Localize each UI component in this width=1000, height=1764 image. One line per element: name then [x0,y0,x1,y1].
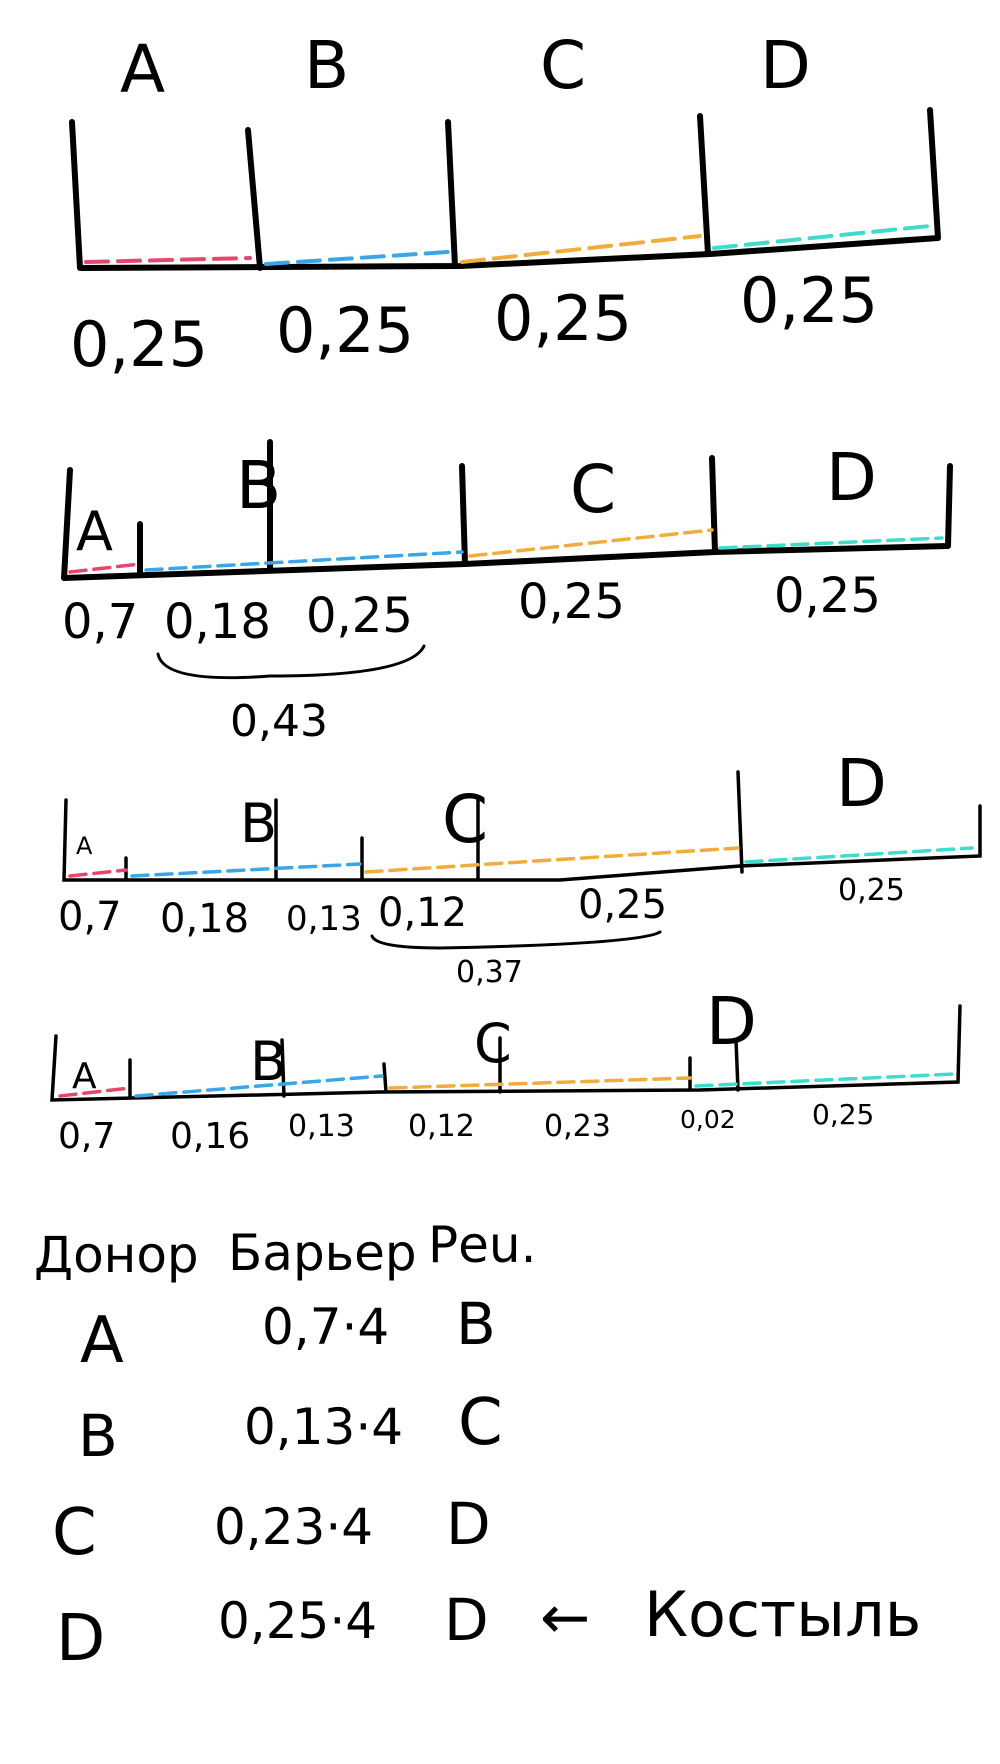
row4-fill-c [388,1076,692,1090]
row4-label-d: D [706,983,757,1060]
row2-bracket [156,644,426,680]
row2-value-b: 0,18 [164,594,271,650]
row4-fill-d [694,1072,956,1088]
row3-fill-a [68,868,128,878]
table-header-recipient: Реu. [428,1216,537,1274]
table-row3-recipient: D [446,1490,491,1558]
row2-label-c: C [570,451,616,528]
row3-fill-b [130,862,362,878]
table-row4-recipient: D [444,1586,489,1654]
table-header-barrier: Барьер [228,1224,417,1282]
table-row2-recipient: C [458,1386,503,1460]
row3-bracket [370,930,662,950]
row3-label-c: C [442,781,488,858]
row2-label-b: B [236,447,281,524]
row2-fill-c [468,528,714,558]
row4-value-d: 0,25 [812,1098,874,1131]
row4-fill-b [134,1074,384,1098]
table-note: Костыль [644,1578,921,1651]
row4-fill-a [58,1086,132,1098]
row1-value-b: 0,25 [276,294,414,367]
row1-value-a: 0,25 [70,308,208,381]
table-header-donor: Донор [34,1226,199,1284]
barrier-table: Донор Барьер Реu. A 0,7·4 B B 0,13·4 C C… [34,1216,921,1676]
row1-label-a: A [120,31,165,108]
table-row2-donor: B [78,1402,118,1470]
table-row2-barrier: 0,13·4 [244,1398,403,1456]
table-row1-barrier: 0,7·4 [262,1298,389,1356]
row1-label-b: B [304,27,349,104]
table-row3-barrier: 0,23·4 [214,1498,373,1556]
note-arrow-icon: ← [540,1583,590,1653]
row4-value-c2: 0,23 [544,1109,611,1144]
row4-label-c: C [474,1012,512,1075]
row2-label-a: A [76,500,113,563]
row-1: A B C D 0,25 0,25 0,25 0,25 [69,27,941,381]
row1-value-c: 0,25 [494,282,632,355]
row1-label-d: D [760,27,811,104]
row2-bin-outline [61,439,953,581]
row4-value-c: 0,12 [408,1109,475,1144]
table-row1-donor: A [80,1304,124,1378]
row4-value-a: 0,7 [58,1116,115,1157]
row2-fill-a [68,562,142,574]
row3-fill-d [744,846,974,864]
row-2: A B C D 0,7 0,18 0,25 0,25 0,25 0,43 [61,439,953,747]
row3-label-a: A [76,832,93,860]
row1-label-c: C [540,27,586,104]
row3-label-b: B [240,792,277,855]
row2-value-b2: 0,25 [306,588,413,644]
row1-fill-b [264,250,450,266]
table-row4-donor: D [56,1602,105,1676]
table-row3-donor: C [52,1496,97,1570]
row4-bin-outline [50,1004,962,1102]
row1-fill-d [712,224,932,250]
row3-value-d: 0,25 [838,873,905,908]
row3-value-c2: 0,25 [578,882,667,928]
row4-value-b: 0,16 [170,1116,250,1157]
row3-value-b2: 0,13 [286,899,362,939]
row2-value-c: 0,25 [518,574,625,630]
row4-value-c3: 0,02 [680,1105,736,1134]
row3-value-b: 0,18 [160,896,249,942]
row1-fill-a [84,256,252,264]
row3-fill-c [364,846,740,874]
row-3: A B C D 0,7 0,18 0,13 0,12 0,25 0,25 0,3… [58,745,982,990]
row2-label-d: D [826,439,877,516]
row1-value-d: 0,25 [740,264,878,337]
row-4: A B C D 0,7 0,16 0,13 0,12 0,23 0,02 0,2… [50,983,962,1157]
row4-label-a: A [72,1056,97,1097]
row2-fill-b [144,550,464,572]
row3-label-d: D [836,745,887,822]
row1-fill-c [460,234,702,264]
row3-value-a: 0,7 [58,894,122,940]
row3-bracket-sum: 0,37 [456,955,523,990]
row3-value-c: 0,12 [378,890,467,936]
row2-bracket-sum: 0,43 [230,696,328,747]
row2-value-a: 0,7 [62,594,138,650]
table-row1-recipient: B [456,1290,496,1358]
table-row4-barrier: 0,25·4 [218,1592,377,1650]
row2-fill-d [718,536,944,550]
row2-value-d: 0,25 [774,568,881,624]
row1-bin-outline [69,107,941,271]
row4-value-b2: 0,13 [288,1109,355,1144]
